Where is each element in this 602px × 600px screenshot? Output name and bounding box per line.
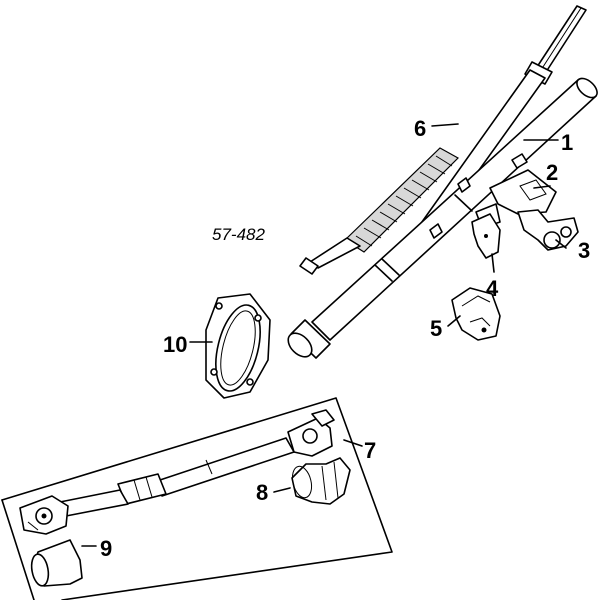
callout-2: 2 xyxy=(546,160,558,185)
callout-9: 9 xyxy=(100,536,112,561)
part-5-support-cover xyxy=(451,287,501,341)
part-3-clamp xyxy=(517,209,579,251)
leader-lines xyxy=(81,123,567,547)
callout-3: 3 xyxy=(578,238,590,263)
part-7-intermediate-shaft xyxy=(19,409,335,535)
part-8-dust-boot xyxy=(291,457,351,505)
callout-4: 4 xyxy=(486,276,499,301)
part-9-cylinder-cover xyxy=(30,539,83,587)
reference-code: 57-482 xyxy=(212,225,265,244)
part-7-group-frame xyxy=(1,397,393,600)
callout-6: 6 xyxy=(414,116,426,141)
part-10-hole-cover xyxy=(205,293,271,399)
callout-7: 7 xyxy=(364,438,376,463)
part-1-column-tube xyxy=(287,77,598,359)
callout-5: 5 xyxy=(430,316,442,341)
callout-8: 8 xyxy=(256,480,268,505)
callout-10: 10 xyxy=(163,332,187,357)
callout-1: 1 xyxy=(561,130,573,155)
